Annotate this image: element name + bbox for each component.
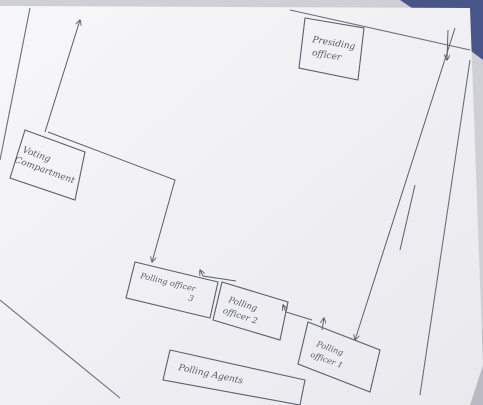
- outer-lines: [0, 7, 471, 399]
- po3-line-2: 3: [188, 293, 195, 303]
- paper-sheet: [0, 6, 483, 405]
- flow-arrows: [44, 20, 456, 340]
